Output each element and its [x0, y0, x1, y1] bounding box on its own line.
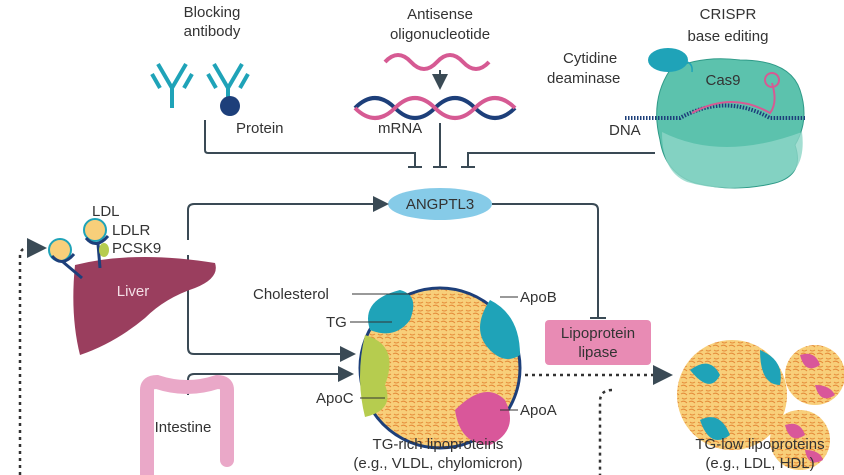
tg-rich-examples: (e.g., VLDL, chylomicron) — [353, 455, 522, 472]
cytidine-deaminase-icon — [648, 48, 688, 72]
blocking-antibody-group: Blocking antibody Protein — [150, 4, 284, 137]
angptl3-label: ANGPTL3 — [406, 196, 474, 213]
lipoprotein-lipase-box — [545, 320, 651, 365]
tg-low-lipoproteins — [677, 340, 844, 470]
intestine-label: Intestine — [155, 419, 212, 436]
antibody-label-line1: Blocking — [184, 4, 241, 21]
mrna-helix-icon — [353, 96, 517, 120]
protein-label: Protein — [236, 120, 284, 137]
liver-label: Liver — [117, 283, 150, 300]
label-leaders — [350, 293, 518, 411]
apoc-label: ApoC — [316, 390, 354, 407]
intestine-icon — [140, 374, 234, 475]
apob-label: ApoB — [520, 289, 557, 306]
antisense-inhibit-line — [433, 123, 447, 168]
tg-low-examples: (e.g., LDL, HDL) — [705, 455, 814, 472]
angptl3-node — [388, 188, 492, 220]
antibody-inhibit-line — [204, 120, 422, 168]
oligonucleotide-icon — [383, 53, 491, 71]
pcsk9-label: PCSK9 — [112, 240, 161, 257]
liver-to-angptl3-arrow — [187, 196, 389, 240]
lipase-label-line2: lipase — [578, 344, 617, 361]
tg-low-title: TG-low lipoproteins — [695, 436, 824, 453]
cholesterol-label: Cholesterol — [253, 286, 329, 303]
ldlr-label: LDLR — [112, 222, 151, 239]
protein-icon — [220, 96, 240, 116]
liver-icon — [73, 256, 216, 355]
tg-rich-title: TG-rich lipoproteins — [373, 436, 504, 453]
angptl3-inhibit-lipase-line — [492, 203, 606, 319]
ldl-label: LDL — [92, 203, 120, 220]
crispr-label-line1: CRISPR — [700, 6, 757, 23]
mrna-label: mRNA — [378, 120, 422, 137]
deaminase-label-line2: deaminase — [547, 70, 620, 87]
cas9-label: Cas9 — [705, 72, 740, 89]
dashed-arrow-to-liver — [18, 238, 47, 475]
ldl-receptor-icon — [48, 218, 110, 280]
dna-label: DNA — [609, 122, 641, 139]
antisense-label-line1: Antisense — [407, 6, 473, 23]
antibody-label-line2: antibody — [184, 23, 241, 40]
liver-to-lipoprotein-arrow — [187, 255, 356, 362]
dna-strand-icon — [625, 103, 805, 120]
intestine-group: Intestine — [140, 374, 234, 475]
deaminase-label-line1: Cytidine — [563, 50, 617, 67]
apoa-label: ApoA — [520, 402, 557, 419]
dashed-return-line — [598, 388, 613, 475]
crispr-label-line2: base editing — [688, 28, 769, 45]
liver-group: Liver LDL LDLR PCSK9 — [48, 203, 216, 355]
lipase-label-line1: Lipoprotein — [561, 325, 635, 342]
crispr-group: CRISPR base editing Cytidine deaminase C… — [547, 6, 805, 189]
tg-rich-lipoprotein — [358, 286, 522, 450]
crispr-inhibit-line — [461, 152, 655, 168]
tg-label: TG — [326, 314, 347, 331]
antisense-label-line2: oligonucleotide — [390, 26, 490, 43]
antisense-group: Antisense oligonucleotide mRNA — [353, 6, 517, 137]
